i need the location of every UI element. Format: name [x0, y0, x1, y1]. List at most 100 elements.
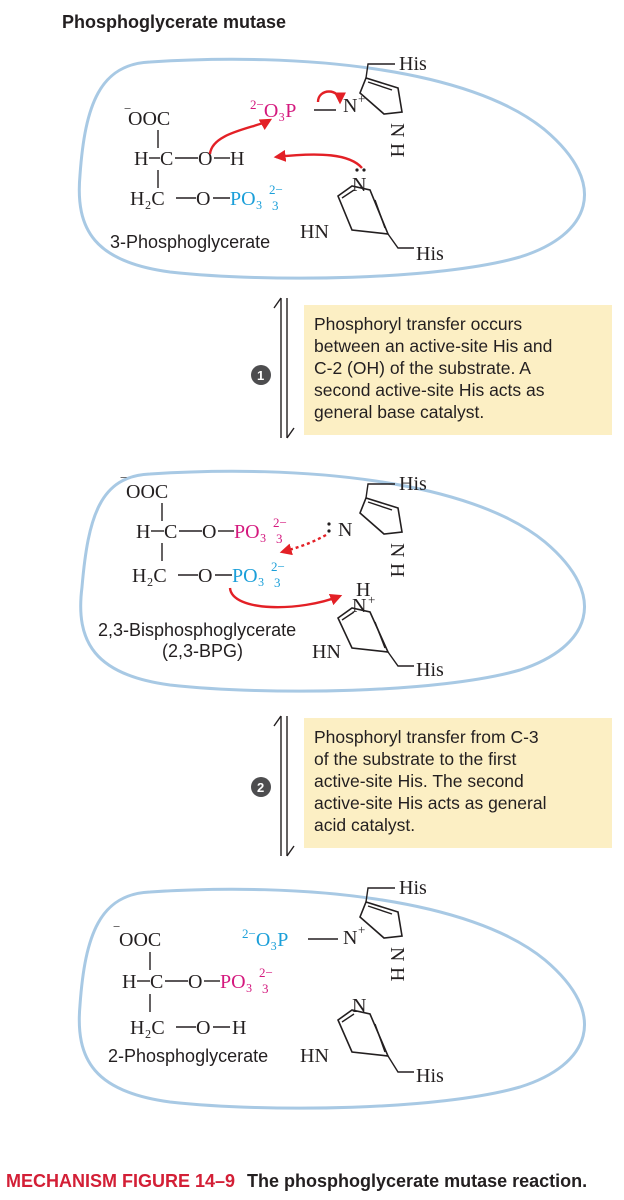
h2c-c3: H₂C [130, 188, 165, 210]
svg-text:2−: 2− [273, 515, 287, 530]
svg-text:3: 3 [274, 575, 281, 590]
arrow-p-to-his [228, 587, 343, 609]
compound-name: 2-Phosphoglycerate [108, 1046, 268, 1066]
svg-text:2−: 2− [269, 182, 283, 197]
phosphate-c3: PO₃ [230, 188, 263, 210]
svg-text:3: 3 [276, 531, 283, 546]
imidazole-ring-top: N + N H [343, 901, 408, 981]
imidazole-ring-top: N + N H [343, 77, 408, 157]
svg-text:+: + [358, 91, 365, 106]
step-2-note-line: acid catalyst. [314, 815, 415, 835]
phosphoryl-on-his: O₃P [264, 100, 297, 122]
svg-text:O: O [196, 1017, 210, 1039]
hydroxyl-h: H [230, 148, 244, 170]
svg-text:N: N [352, 995, 366, 1017]
svg-text:N: N [352, 174, 366, 196]
svg-text:H: H [122, 971, 136, 993]
imidazole-ring-bottom: H N + HN [312, 579, 390, 663]
imidazole-ring-bottom: N HN [300, 995, 390, 1067]
compound-name: 3-Phosphoglycerate [110, 232, 270, 252]
svg-text:H: H [136, 521, 150, 543]
svg-text:+: + [358, 922, 365, 937]
arrow-n-attacks-p [279, 533, 327, 556]
panel-2-3-bisphosphoglycerate: His N N H − OOC H C O PO₃ 2− 3 H₂C O PO₃… [79, 469, 586, 693]
hydroxyl-h: H [232, 1017, 246, 1039]
caption-text: The phosphoglycerate mutase reaction. [247, 1171, 587, 1191]
svg-text:2−: 2− [271, 559, 285, 574]
svg-text:−: − [124, 101, 131, 116]
figure-caption: MECHANISM FIGURE 14–9 The phosphoglycera… [6, 1171, 587, 1191]
svg-text:3: 3 [262, 981, 269, 996]
his-linker-top [365, 63, 395, 79]
svg-text:3: 3 [272, 198, 279, 213]
step-1-note-line: C-2 (OH) of the substrate. A [314, 358, 531, 378]
svg-text:O: O [196, 188, 210, 210]
step-1-note-line: between an active-site His and [314, 336, 552, 356]
svg-text:O: O [198, 565, 212, 587]
his-label-bottom: His [416, 1065, 444, 1087]
svg-text:2−O₃P: 2−O₃P [250, 97, 296, 122]
svg-text:N: N [352, 595, 366, 617]
figure-title: Phosphoglycerate mutase [62, 12, 286, 32]
panel-3-phosphoglycerate: His N + N H 2−O₃P − OOC H C O H H₂C O [77, 53, 586, 280]
svg-text:2−: 2− [259, 965, 273, 980]
h-c2: H [134, 148, 148, 170]
carboxylate: OOC [128, 108, 170, 130]
his-label-top: His [399, 473, 427, 495]
svg-text:HN: HN [312, 641, 341, 663]
phosphoryl-on-his: O₃P [256, 929, 289, 951]
step-1: 1 Phosphoryl transfer occurs between an … [251, 297, 612, 439]
carboxylate: OOC [119, 929, 161, 951]
step-2-note-box [304, 718, 612, 848]
svg-text:C: C [150, 971, 163, 993]
imidazole-ring-top: N N H [327, 497, 408, 577]
enzyme-outline [77, 887, 586, 1110]
o2-atom: O [198, 148, 212, 170]
svg-text:1: 1 [257, 368, 264, 383]
step-2-note-line: active-site His acts as general [314, 793, 546, 813]
c2-atom: C [160, 148, 173, 170]
svg-text:O: O [202, 521, 216, 543]
svg-text:H: H [386, 967, 408, 981]
step-1-note-line: Phosphoryl transfer occurs [314, 314, 522, 334]
enzyme-outline [77, 57, 586, 280]
panel-2-phosphoglycerate: His N + N H 2−O₃P − OOC H C O PO₃ 2− 3 H… [77, 877, 586, 1110]
compound-abbreviation: (2,3-BPG) [162, 641, 243, 661]
phosphate-c3: PO₃ [232, 565, 265, 587]
svg-text:H₂C: H₂C [132, 565, 167, 587]
arrow-n-takes-h [273, 149, 363, 169]
step-2-note-line: Phosphoryl transfer from C-3 [314, 727, 539, 747]
svg-text:N: N [338, 519, 352, 541]
his-label-top: His [399, 53, 427, 75]
caption-label: MECHANISM FIGURE 14–9 [6, 1171, 235, 1191]
step-1-note-line: second active-site His acts as [314, 380, 545, 400]
his-label-bottom: His [416, 243, 444, 265]
svg-text:N: N [343, 95, 357, 117]
svg-text:H₂C: H₂C [130, 1017, 165, 1039]
svg-text:N: N [343, 927, 357, 949]
step-1-badge [251, 365, 271, 385]
step-1-note-line: general base catalyst. [314, 402, 484, 422]
svg-text:C: C [164, 521, 177, 543]
step-2-badge [251, 777, 271, 797]
arrow-o-attacks-p [208, 118, 273, 155]
step-2-note-line: of the substrate to the first [314, 749, 516, 769]
svg-text:+: + [368, 592, 375, 607]
svg-text:HN: HN [300, 221, 329, 243]
his-linker-bottom [387, 233, 414, 249]
imidazole-ring-bottom: N HN [300, 168, 390, 243]
step-1-note-box [304, 305, 612, 435]
arrow-p-to-n [316, 90, 346, 105]
svg-text:N: N [386, 123, 408, 137]
svg-text:H: H [386, 563, 408, 577]
svg-text:2−O₃P: 2−O₃P [242, 926, 288, 951]
svg-text:−: − [113, 919, 120, 934]
phosphate-c2: PO₃ [234, 521, 267, 543]
carboxylate: OOC [126, 481, 168, 503]
his-label-bottom: His [416, 659, 444, 681]
step-2-note-line: active-site His. The second [314, 771, 524, 791]
svg-text:−: − [120, 470, 127, 485]
compound-name: 2,3-Bisphosphoglycerate [98, 620, 296, 640]
svg-text:H: H [386, 143, 408, 157]
